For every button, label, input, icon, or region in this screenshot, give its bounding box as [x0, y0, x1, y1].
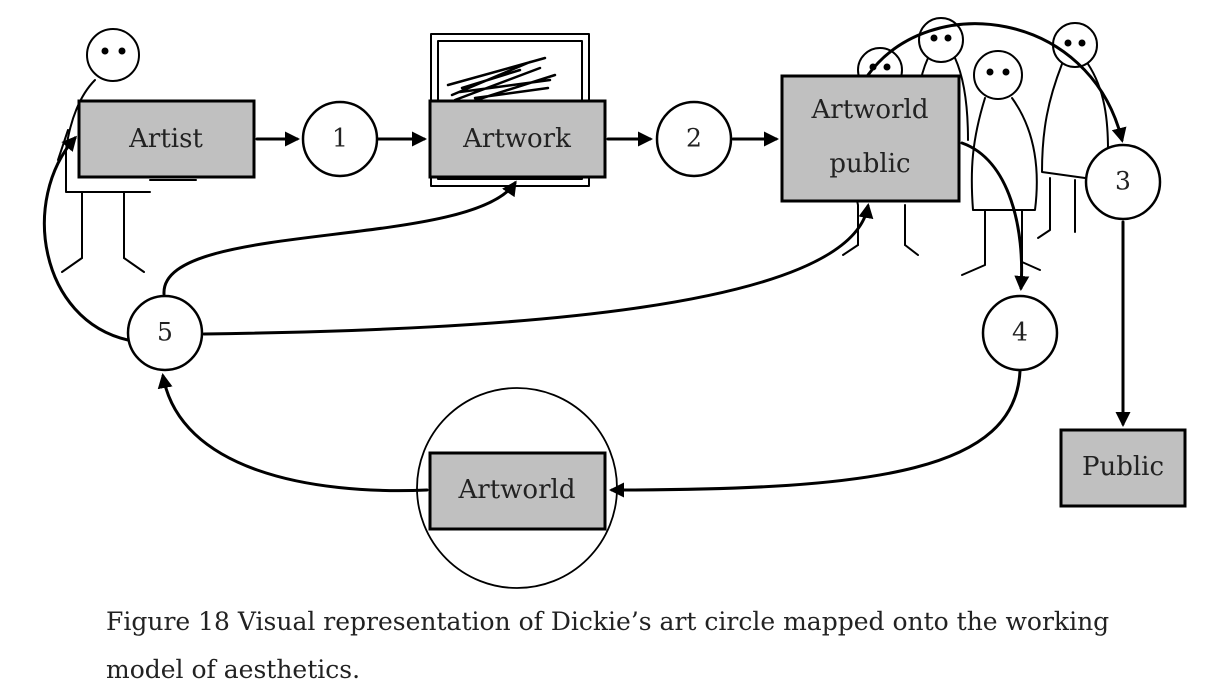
node-3: 3: [1084, 143, 1162, 221]
node-4-label: 4: [1012, 318, 1028, 347]
artwork-box: Artwork: [428, 99, 607, 179]
artworld-public-label-line2: public: [829, 149, 910, 179]
node-1: 1: [301, 100, 379, 178]
arrow-artworld-public-to-node4: [960, 141, 1030, 291]
artworld-label: Artworld: [458, 475, 576, 505]
node-2-label: 2: [686, 124, 702, 153]
artworld-box: Artworld: [428, 451, 607, 531]
arrow-artworld-to-node5: [157, 373, 429, 493]
node-1-label: 1: [332, 124, 348, 153]
node-3-label: 3: [1115, 167, 1131, 196]
artist-box: Artist: [77, 99, 256, 179]
artworld-public-label-line1: Artworld: [811, 95, 929, 125]
artwork-label: Artwork: [462, 124, 571, 154]
figure-caption: Figure 18 Visual representation of Dicki…: [106, 607, 1110, 684]
node-5-label: 5: [157, 318, 173, 347]
node-5: 5: [126, 294, 204, 372]
node-2: 2: [655, 100, 733, 178]
artist-label: Artist: [128, 124, 203, 154]
public-box: Public: [1059, 428, 1187, 508]
artworld-public-box: Artworld public: [780, 74, 961, 203]
arrow-node4-to-artworld: [609, 369, 1022, 498]
public-label: Public: [1082, 452, 1164, 482]
arrow-node5-to-artwork: [162, 180, 517, 296]
arrow-node5-to-artworld-public: [202, 203, 874, 336]
arrow-artworld-public-to-node3: [866, 22, 1127, 143]
arrow-node5-to-artist: [42, 135, 130, 342]
node-4: 4: [981, 294, 1059, 372]
